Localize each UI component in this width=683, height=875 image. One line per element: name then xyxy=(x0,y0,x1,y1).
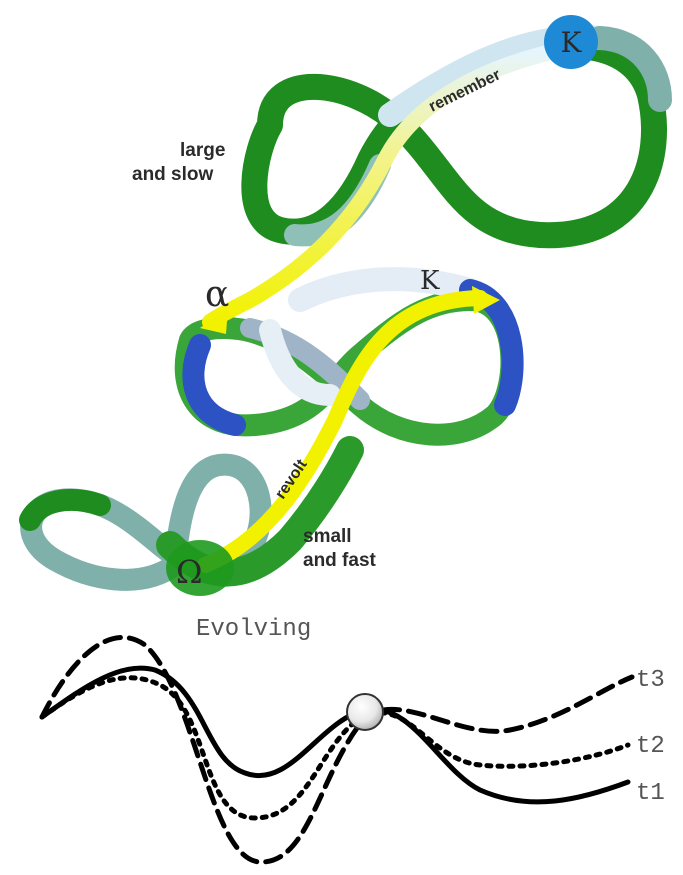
large-slow-label-1: large xyxy=(180,140,225,161)
kappa-mid-label: K xyxy=(420,266,440,296)
curve-t2 xyxy=(42,678,628,818)
kappa-top-label: K xyxy=(561,26,583,59)
curve-t1 xyxy=(42,668,628,802)
large-slow-loop xyxy=(254,37,660,235)
ball xyxy=(347,694,383,730)
landscape-curves xyxy=(42,637,632,862)
t1-label: t1 xyxy=(636,780,665,807)
large-slow-label-2: and slow xyxy=(132,164,214,185)
small-fast-label-2: and fast xyxy=(303,550,377,571)
evolving-title: Evolving xyxy=(196,616,311,643)
t2-label: t2 xyxy=(636,733,665,760)
alpha-label: α xyxy=(205,274,229,315)
t3-label: t3 xyxy=(636,667,665,694)
small-fast-label-1: small xyxy=(303,526,352,547)
omega-label: Ω xyxy=(176,553,203,591)
